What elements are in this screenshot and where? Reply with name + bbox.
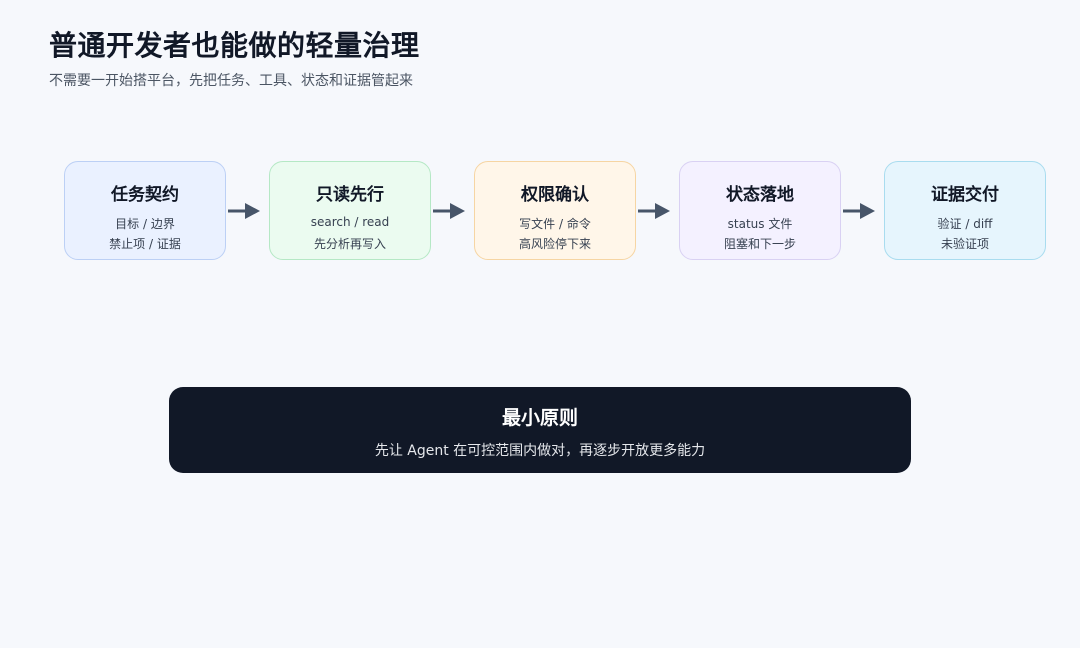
principle-title: 最小原则 [501,407,578,429]
step-title: 任务契约 [111,185,179,205]
step-read-only-first: 只读先行 search / read 先分析再写入 [269,161,431,260]
step-title: 只读先行 [316,185,384,205]
step-evidence-delivery: 证据交付 验证 / diff 未验证项 [884,161,1046,260]
step-permission-confirm: 权限确认 写文件 / 命令 高风险停下来 [474,161,636,260]
step-detail: 先分析再写入 [313,237,386,251]
step-title: 证据交付 [931,185,999,205]
step-detail: search / read [310,215,390,229]
right-arrow-icon [433,203,465,219]
step-task-contract: 任务契约 目标 / 边界 禁止项 / 证据 [64,161,226,260]
step-detail: 阻塞和下一步 [723,237,796,251]
step-detail: 未验证项 [940,237,989,251]
governance-flow: 任务契约 目标 / 边界 禁止项 / 证据 只读先行 search / read… [64,161,1049,262]
step-detail: 禁止项 / 证据 [109,237,181,251]
right-arrow-icon [638,203,670,219]
step-title: 权限确认 [521,185,589,205]
page-subtitle: 不需要一开始搭平台，先把任务、工具、状态和证据管起来 [49,73,413,89]
step-detail: 目标 / 边界 [115,217,175,231]
step-detail: 写文件 / 命令 [519,217,591,231]
step-title: 状态落地 [726,185,794,205]
step-detail: status 文件 [727,217,793,231]
minimum-principle-panel: 最小原则 先让 Agent 在可控范围内做对，再逐步开放更多能力 [169,387,911,473]
page-title: 普通开发者也能做的轻量治理 [49,29,420,62]
step-detail: 验证 / diff [937,217,993,231]
right-arrow-icon [228,203,260,219]
step-detail: 高风险停下来 [518,237,591,251]
right-arrow-icon [843,203,875,219]
principle-text: 先让 Agent 在可控范围内做对，再逐步开放更多能力 [374,443,706,459]
step-status-landing: 状态落地 status 文件 阻塞和下一步 [679,161,841,260]
